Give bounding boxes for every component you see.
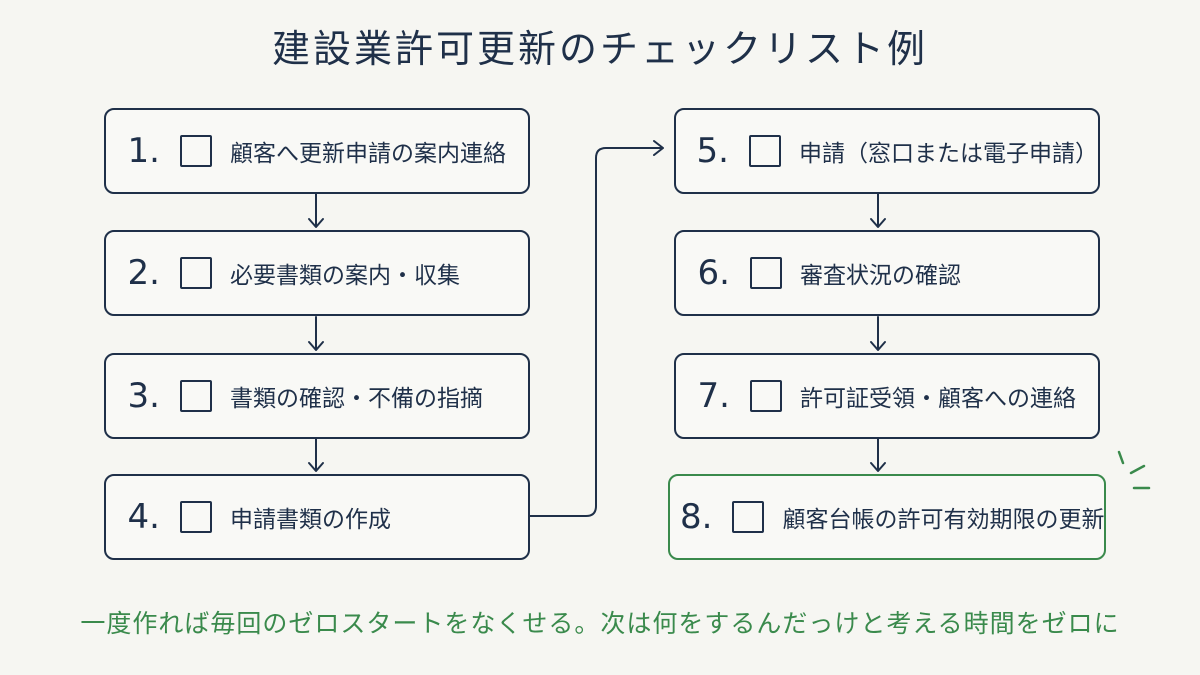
step-1-card: 1. 顧客へ更新申請の案内連絡 [104, 108, 530, 194]
checkbox[interactable] [180, 380, 212, 412]
arrow-2-to-3 [308, 316, 324, 351]
step-number: 5. [696, 131, 729, 171]
step-7-card: 7. 許可証受領・顧客への連絡 [674, 353, 1100, 439]
step-number: 2. [127, 253, 160, 293]
arrow-1-to-2 [308, 193, 324, 228]
step-number: 6. [697, 253, 730, 293]
step-label: 必要書類の案内・収集 [230, 263, 460, 289]
step-3-card: 3. 書類の確認・不備の指摘 [104, 353, 530, 439]
step-2-card: 2. 必要書類の案内・収集 [104, 230, 530, 316]
step-label: 書類の確認・不備の指摘 [230, 386, 483, 412]
arrow-7-to-8 [870, 438, 886, 472]
diagram-title: 建設業許可更新のチェックリスト例 [271, 27, 928, 71]
step-label: 申請書類の作成 [230, 507, 391, 533]
emphasis-sparkle-icon [1117, 450, 1151, 490]
step-number: 7. [697, 376, 730, 416]
step-5-card: 5. 申請（窓口または電子申請） [674, 108, 1100, 194]
checkbox[interactable] [732, 501, 765, 533]
checkbox[interactable] [180, 257, 212, 289]
step-number: 3. [127, 376, 160, 416]
step-number: 1. [127, 131, 160, 171]
step-6-card: 6. 審査状況の確認 [674, 230, 1100, 316]
step-label: 審査状況の確認 [800, 263, 961, 289]
arrow-4-to-5 [528, 140, 664, 517]
checkbox[interactable] [180, 135, 212, 167]
step-8-card: 8. 顧客台帳の許可有効期限の更新 [668, 474, 1106, 560]
checkbox[interactable] [750, 257, 782, 289]
checkbox[interactable] [180, 501, 212, 533]
arrow-5-to-6 [870, 193, 886, 228]
step-number: 4. [127, 497, 160, 537]
step-label: 許可証受領・顧客への連絡 [800, 386, 1076, 412]
step-label: 顧客台帳の許可有効期限の更新 [782, 507, 1105, 533]
checkbox[interactable] [750, 380, 782, 412]
checkbox[interactable] [749, 135, 781, 167]
footer-message: 一度作れば毎回のゼロスタートをなくせる。次は何をするんだっけと考える時間をゼロに [80, 609, 1120, 638]
step-4-card: 4. 申請書類の作成 [104, 474, 530, 560]
step-label: 顧客へ更新申請の案内連絡 [230, 141, 506, 167]
step-label: 申請（窓口または電子申請） [799, 141, 1098, 167]
step-number: 8. [680, 497, 713, 537]
arrow-6-to-7 [870, 316, 886, 351]
arrow-3-to-4 [308, 438, 324, 472]
